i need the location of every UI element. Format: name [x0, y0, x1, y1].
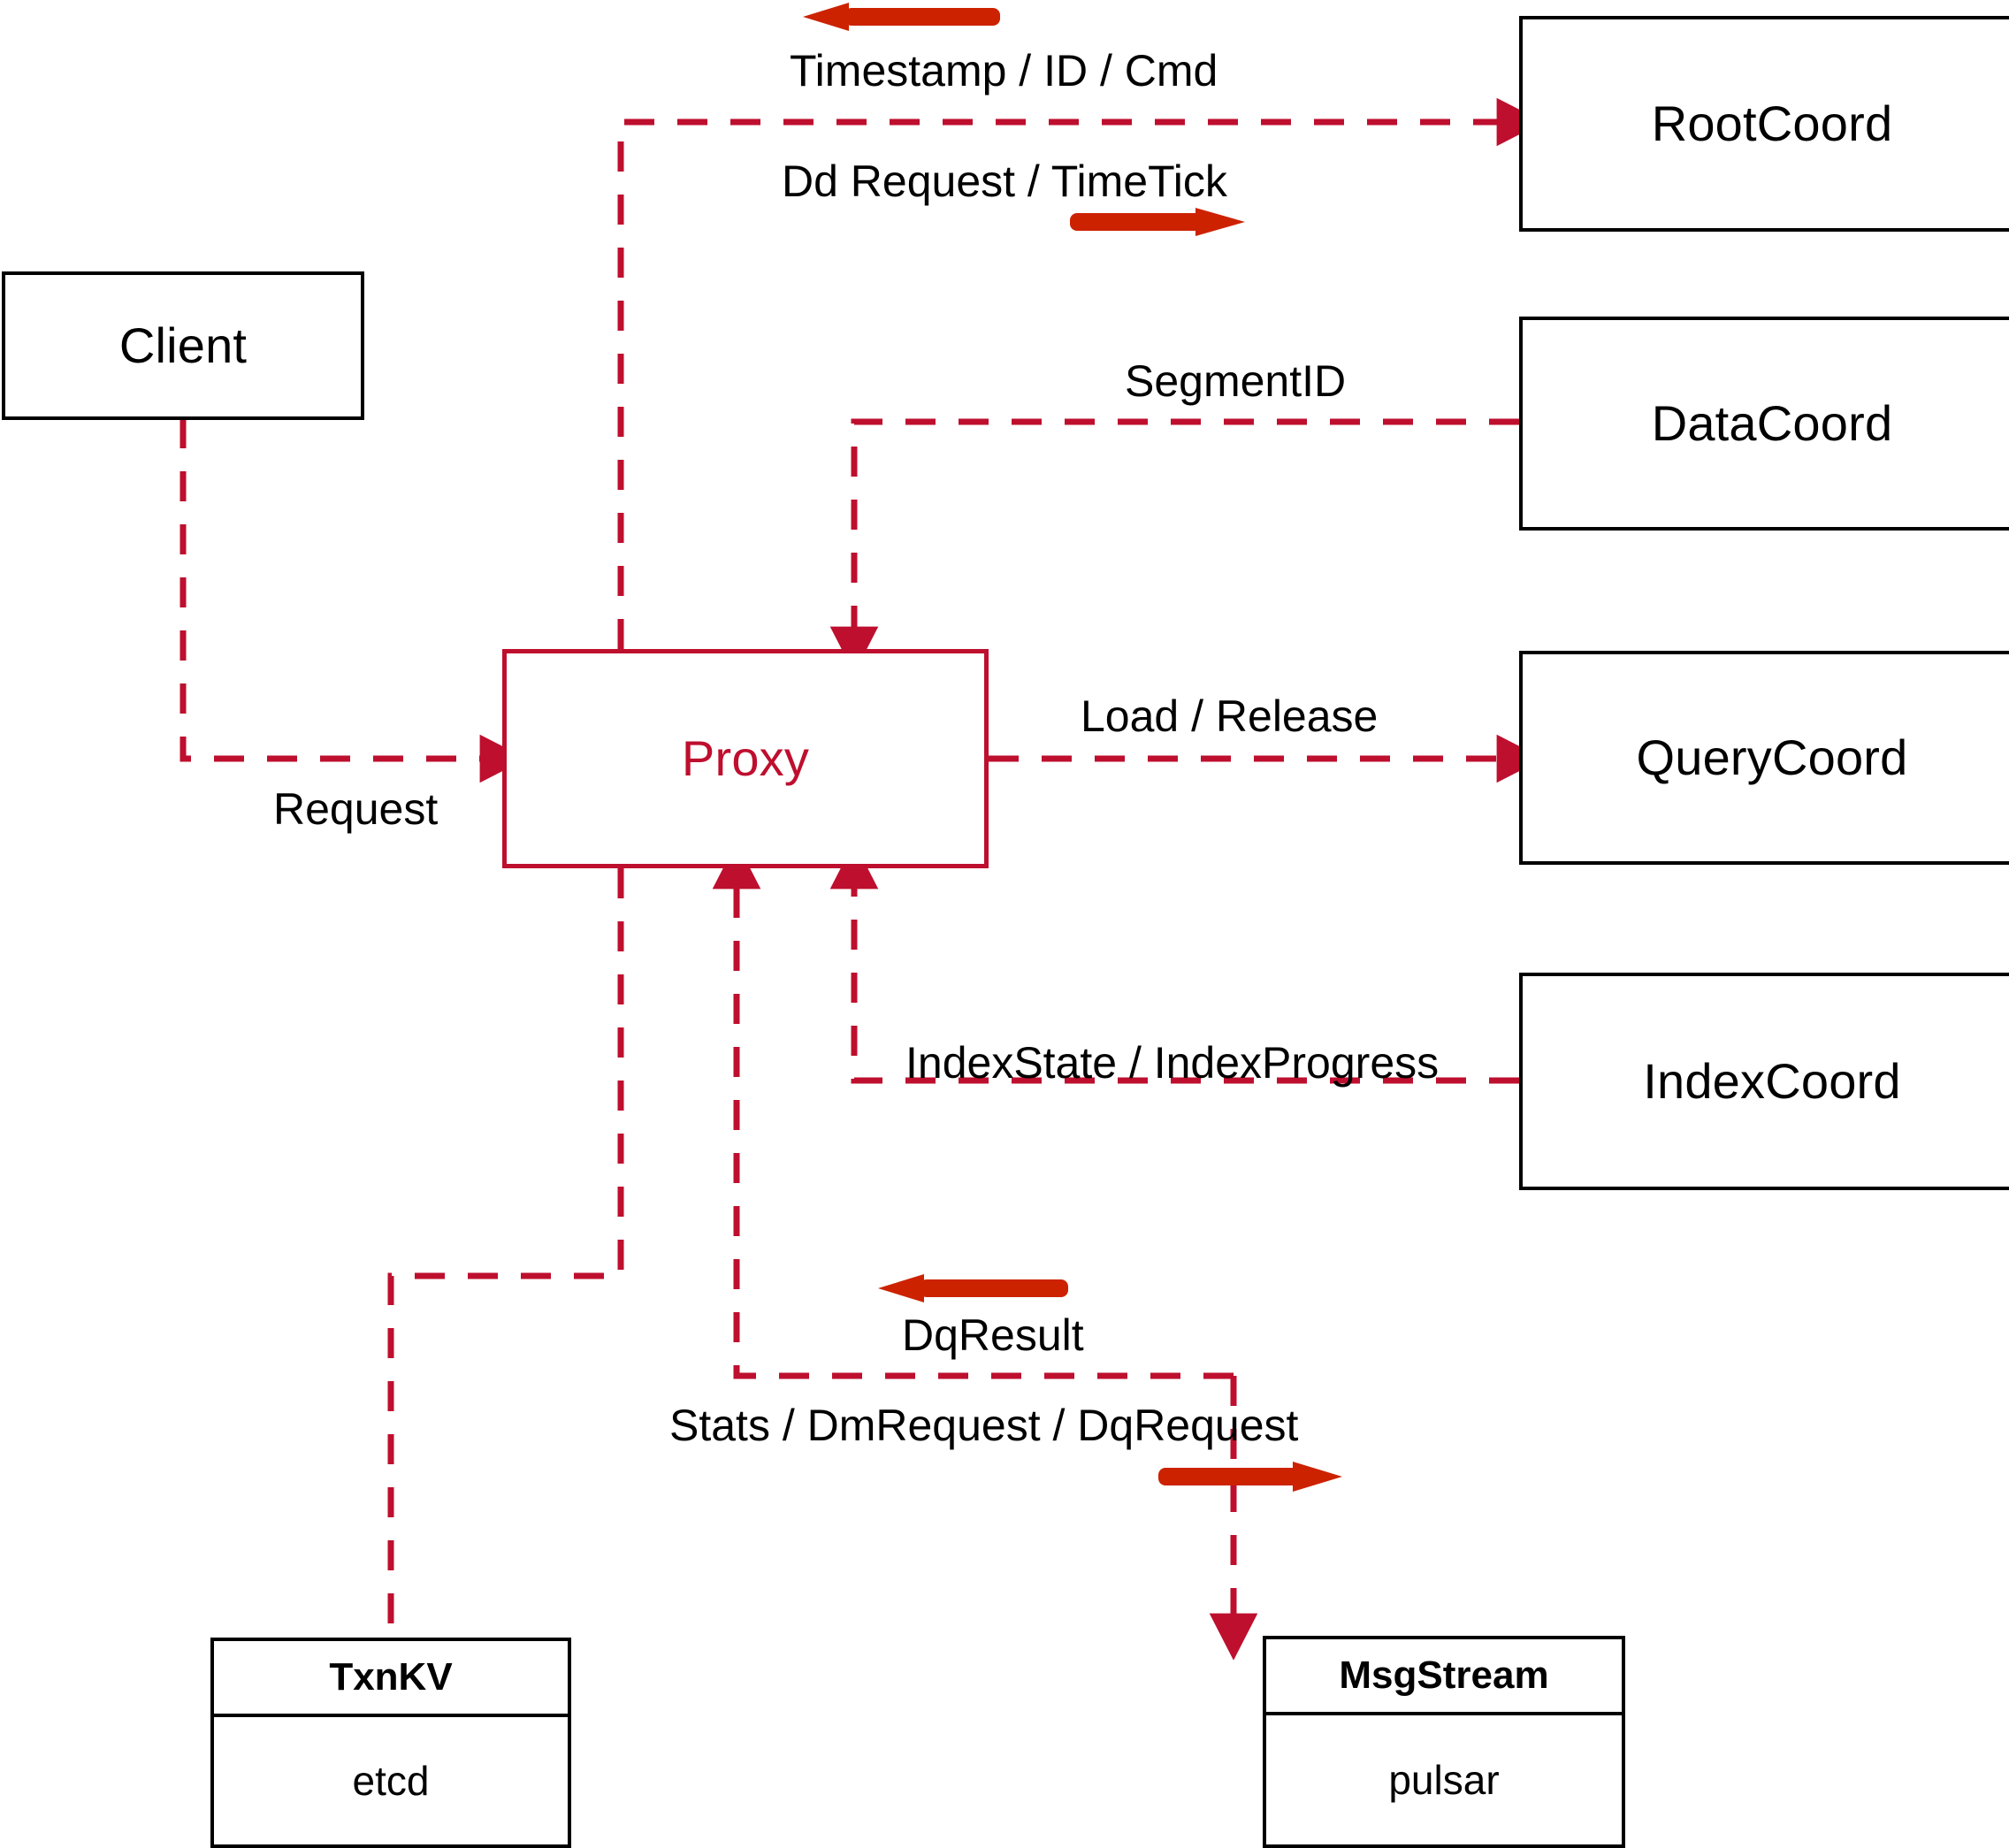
node-txnkv[interactable]: TxnKV etcd: [210, 1638, 571, 1848]
node-indexcoord[interactable]: IndexCoord: [1519, 973, 2009, 1190]
edge-label-index-state: IndexState / IndexProgress: [905, 1038, 1440, 1088]
node-msgstream[interactable]: MsgStream pulsar: [1263, 1636, 1625, 1848]
edge-label-dd-request: Dd Request / TimeTick: [782, 157, 1227, 206]
edge-datacoord-to-proxy: [829, 418, 1519, 674]
direction-arrow-left-dqresult: [878, 1274, 1068, 1302]
node-datacoord-label: DataCoord: [1651, 395, 1893, 451]
node-indexcoord-label: IndexCoord: [1643, 1053, 1901, 1109]
edge-msgstream-to-proxy: [712, 842, 1234, 1379]
edge-client-to-proxy: [180, 418, 527, 783]
direction-arrow-right-stats: [1158, 1462, 1342, 1492]
edge-label-dq-result: DqResult: [902, 1310, 1084, 1360]
node-txnkv-title: TxnKV: [214, 1641, 568, 1717]
node-msgstream-title: MsgStream: [1266, 1639, 1622, 1715]
edge-proxy-to-txnkv: [387, 868, 624, 1638]
edge-label-segmentid: SegmentID: [1125, 356, 1347, 406]
node-txnkv-impl: etcd: [352, 1758, 430, 1804]
node-client-label: Client: [118, 317, 248, 373]
edge-label-load-release: Load / Release: [1081, 691, 1379, 741]
edge-label-timestamp-id-cmd: Timestamp / ID / Cmd: [790, 46, 1218, 95]
node-proxy[interactable]: Proxy: [502, 649, 989, 868]
node-datacoord[interactable]: DataCoord: [1519, 317, 2009, 531]
direction-arrow-right-ddrequest: [1070, 208, 1245, 236]
node-msgstream-impl: pulsar: [1388, 1757, 1500, 1803]
node-client[interactable]: Client: [2, 271, 364, 420]
node-querycoord-label: QueryCoord: [1636, 729, 1908, 785]
node-rootcoord-label: RootCoord: [1651, 95, 1893, 151]
edge-label-stats-dm-dq: Stats / DmRequest / DqRequest: [669, 1401, 1299, 1450]
node-proxy-label: Proxy: [681, 730, 810, 786]
node-querycoord[interactable]: QueryCoord: [1519, 651, 2009, 865]
edge-label-request: Request: [273, 784, 439, 834]
direction-arrow-left-timestamp: [803, 3, 1000, 31]
node-rootcoord[interactable]: RootCoord: [1519, 16, 2009, 232]
